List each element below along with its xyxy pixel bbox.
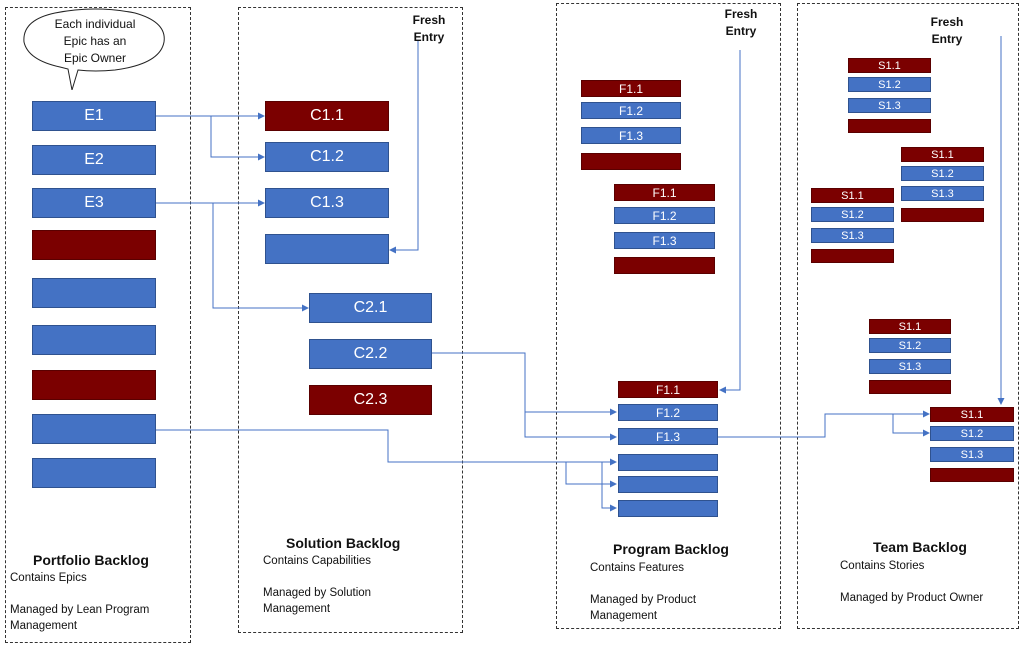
callout-line-2: Epic has an (63, 34, 127, 48)
capability-c2-1[interactable]: C2.1 (309, 293, 432, 323)
capability-c1-2[interactable]: C1.2 (265, 142, 389, 172)
portfolio-title: Portfolio Backlog (33, 552, 149, 568)
story-c-s1-3[interactable]: S1.3 (811, 228, 894, 243)
feature-g1-f1-3[interactable]: F1.3 (581, 127, 681, 144)
feature-g2-f1-1[interactable]: F1.1 (614, 184, 715, 201)
story-c-s1-1[interactable]: S1.1 (811, 188, 894, 203)
solution-lane (238, 7, 463, 633)
capability-c2-2[interactable]: C2.2 (309, 339, 432, 369)
epic-e2[interactable]: E2 (32, 145, 156, 175)
epic-slot-blue-1[interactable] (32, 278, 156, 308)
story-e-s1-1[interactable]: S1.1 (930, 407, 1014, 422)
callout-line-1: Each individual (54, 17, 136, 31)
capability-c1-1[interactable]: C1.1 (265, 101, 389, 131)
story-b-empty[interactable] (901, 208, 984, 222)
epic-e1[interactable]: E1 (32, 101, 156, 131)
connector-c22-f13 (524, 412, 617, 441)
solution-sub-3: Management (263, 603, 331, 615)
team-fresh-entry: Fresh Entry (922, 14, 972, 48)
callout-line-3: Epic Owner (63, 51, 127, 65)
program-sub-2: Managed by Product (590, 594, 697, 606)
team-lane (797, 3, 1019, 629)
story-a-s1-3[interactable]: S1.3 (848, 98, 931, 113)
story-a-empty[interactable] (848, 119, 931, 133)
connector-fresh-program (719, 50, 741, 394)
feature-g2-empty[interactable] (614, 257, 715, 274)
program-sub-1: Contains Features (590, 562, 684, 574)
feature-g3-f1-3[interactable]: F1.3 (618, 428, 718, 445)
connector-e1-c12 (210, 116, 265, 161)
story-c-s1-2[interactable]: S1.2 (811, 207, 894, 222)
feature-g3-empty-1[interactable] (618, 454, 718, 471)
connector-branch-a (565, 462, 617, 488)
team-title: Team Backlog (873, 539, 967, 555)
team-sub-2: Managed by Product Owner (840, 592, 984, 604)
portfolio-lane (5, 7, 191, 643)
epic-slot-blue-4[interactable] (32, 458, 156, 488)
program-lane (556, 3, 781, 629)
story-b-s1-1[interactable]: S1.1 (901, 147, 984, 162)
connector-c22-f12 (432, 352, 617, 416)
program-sub-3: Management (590, 610, 658, 622)
feature-g3-empty-3[interactable] (618, 500, 718, 517)
feature-g3-f1-2[interactable]: F1.2 (618, 404, 718, 421)
epic-slot-blue-2[interactable] (32, 325, 156, 355)
portfolio-sub-1: Contains Epics (10, 572, 87, 584)
feature-g1-f1-1[interactable]: F1.1 (581, 80, 681, 97)
program-title: Program Backlog (613, 541, 729, 557)
solution-entry-label: Entry (413, 30, 445, 44)
solution-fresh-label: Fresh (412, 13, 446, 27)
connector-branch-b (601, 462, 617, 512)
team-fresh-label: Fresh (930, 15, 964, 29)
portfolio-sub-3: Management (10, 620, 78, 632)
connector-epic-program (156, 429, 617, 466)
feature-g3-f1-1[interactable]: F1.1 (618, 381, 718, 398)
callout-bubble (23, 8, 165, 90)
story-d-s1-2[interactable]: S1.2 (869, 338, 951, 353)
connector-fresh-solution (389, 40, 419, 254)
story-d-s1-1[interactable]: S1.1 (869, 319, 951, 334)
program-entry-label: Entry (725, 24, 757, 38)
capability-c1-3[interactable]: C1.3 (265, 188, 389, 218)
team-sub-1: Contains Stories (840, 560, 925, 572)
capability-c2-3[interactable]: C2.3 (309, 385, 432, 415)
capability-empty[interactable] (265, 234, 389, 264)
team-entry-label: Entry (931, 32, 963, 46)
epic-slot-blue-3[interactable] (32, 414, 156, 444)
story-d-empty[interactable] (869, 380, 951, 394)
portfolio-sub-2: Managed by Lean Program (10, 604, 150, 616)
callout-text: Each individual Epic has an Epic Owner (38, 16, 152, 67)
connector-e3-c21 (212, 203, 309, 312)
story-c-empty[interactable] (811, 249, 894, 263)
story-e-s1-2[interactable]: S1.2 (930, 426, 1014, 441)
epic-slot-red-2[interactable] (32, 370, 156, 400)
story-d-s1-3[interactable]: S1.3 (869, 359, 951, 374)
solution-title: Solution Backlog (286, 535, 401, 551)
story-b-s1-2[interactable]: S1.2 (901, 166, 984, 181)
story-e-s1-3[interactable]: S1.3 (930, 447, 1014, 462)
connector-f13-s12 (892, 414, 930, 437)
feature-g2-f1-3[interactable]: F1.3 (614, 232, 715, 249)
story-a-s1-1[interactable]: S1.1 (848, 58, 931, 73)
story-e-empty[interactable] (930, 468, 1014, 482)
story-a-s1-2[interactable]: S1.2 (848, 77, 931, 92)
epic-slot-red-1[interactable] (32, 230, 156, 260)
solution-sub-1: Contains Capabilities (263, 555, 372, 567)
epic-e3[interactable]: E3 (32, 188, 156, 218)
solution-fresh-entry: Fresh Entry (404, 12, 454, 46)
connector-f13-s11 (718, 410, 930, 438)
feature-g1-empty[interactable] (581, 153, 681, 170)
feature-g3-empty-2[interactable] (618, 476, 718, 493)
feature-g1-f1-2[interactable]: F1.2 (581, 102, 681, 119)
program-fresh-entry: Fresh Entry (716, 6, 766, 40)
story-b-s1-3[interactable]: S1.3 (901, 186, 984, 201)
program-fresh-label: Fresh (724, 7, 758, 21)
feature-g2-f1-2[interactable]: F1.2 (614, 207, 715, 224)
solution-sub-2: Managed by Solution (263, 587, 372, 599)
